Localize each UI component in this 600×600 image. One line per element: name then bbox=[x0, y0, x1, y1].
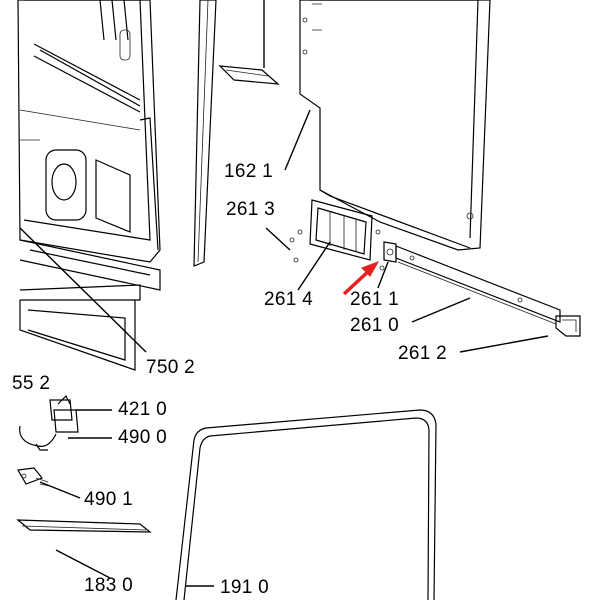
top-bracket bbox=[218, 65, 280, 85]
label-421-0: 421 0 bbox=[118, 399, 168, 420]
clip-part bbox=[383, 241, 397, 263]
label-750-2: 750 2 bbox=[146, 357, 196, 378]
red-arrow-icon bbox=[342, 261, 380, 296]
vertical-trim-strip bbox=[193, 0, 217, 267]
slide-rail bbox=[395, 245, 581, 337]
label-261-4: 261 4 bbox=[264, 289, 314, 310]
rear-panel bbox=[299, 0, 491, 251]
label-261-0: 261 0 bbox=[350, 315, 400, 336]
label-261-3: 261 3 bbox=[226, 199, 276, 220]
sensor-assembly bbox=[17, 467, 51, 487]
door-gasket bbox=[175, 409, 437, 600]
label-162-1: 162 1 bbox=[224, 161, 274, 182]
label-191-0: 191 0 bbox=[220, 577, 270, 598]
vent-plate bbox=[289, 199, 385, 271]
cabinet-side-panel bbox=[17, 0, 161, 371]
label-490-0: 490 0 bbox=[118, 427, 168, 448]
label-183-0: 183 0 bbox=[84, 575, 134, 596]
label-261-2: 261 2 bbox=[398, 343, 448, 364]
label-55-2: 55 2 bbox=[12, 373, 51, 394]
base-plate bbox=[16, 519, 152, 533]
label-261-1: 261 1 bbox=[350, 289, 400, 310]
connector-assembly bbox=[19, 394, 79, 451]
leader-lines bbox=[19, 0, 549, 587]
label-490-1: 490 1 bbox=[84, 489, 134, 510]
